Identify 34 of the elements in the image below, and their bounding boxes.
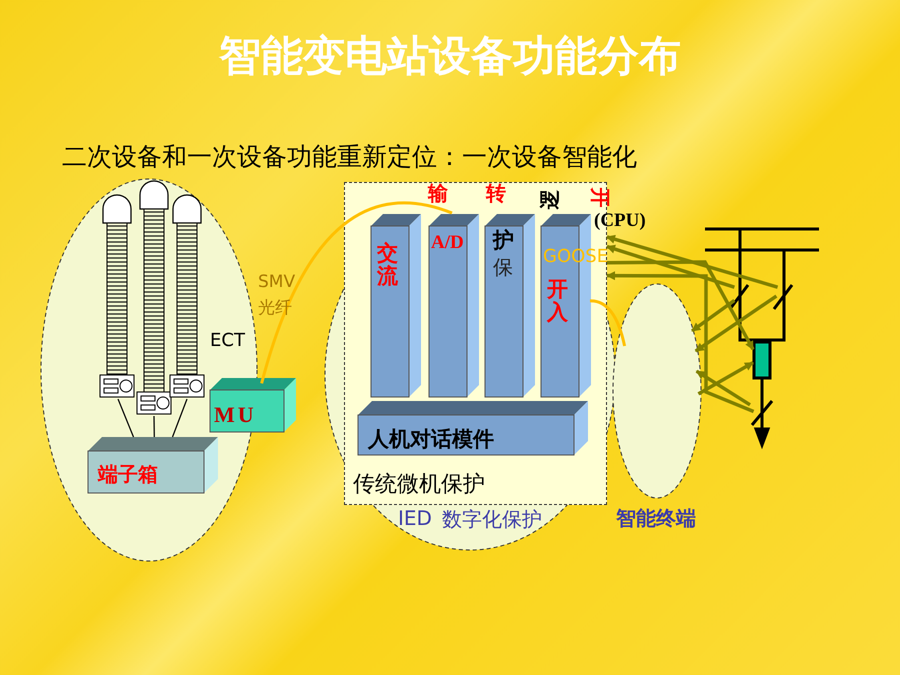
subtitle: 二次设备和一次设备功能重新定位：一次设备智能化 [62, 141, 637, 173]
title: 智能变电站设备功能分布 [218, 30, 682, 82]
arrow [606, 234, 778, 289]
arrow [606, 260, 755, 350]
box-label: 端子箱 [98, 461, 158, 488]
bar-label: 人机对话模件 [368, 426, 494, 453]
column-label: 逻 [536, 190, 562, 210]
column-label: 转 [486, 180, 506, 207]
heading: 数字化保护 [442, 506, 542, 533]
arrow [696, 370, 751, 406]
arrow [698, 361, 754, 396]
panel-heading: 传统微机保护 [353, 471, 485, 499]
connector-line [172, 398, 188, 438]
arrow [606, 244, 735, 289]
heading: 智能终端 [616, 505, 696, 532]
column-label: 护 [493, 227, 514, 254]
cpu-label: (CPU) [594, 210, 646, 232]
fiber-line [260, 202, 452, 384]
column-label: 输 [428, 180, 448, 207]
connector-line [117, 398, 134, 438]
sensor-label: ECT [210, 330, 245, 351]
arrow [691, 299, 736, 332]
box-label: MU [214, 402, 257, 428]
heading: IED [398, 506, 432, 530]
column-label: A/D [431, 232, 464, 254]
column-label: 交流 [377, 242, 399, 288]
fiber-label: 光纤 [258, 297, 292, 319]
connector-line [153, 416, 155, 437]
column-label: 保 [493, 254, 513, 281]
fiber-label: SMV [258, 272, 296, 292]
arrow [694, 294, 778, 352]
arrow [606, 271, 754, 414]
column-label: 开入 [547, 278, 569, 324]
column-label: 开 [588, 188, 614, 208]
